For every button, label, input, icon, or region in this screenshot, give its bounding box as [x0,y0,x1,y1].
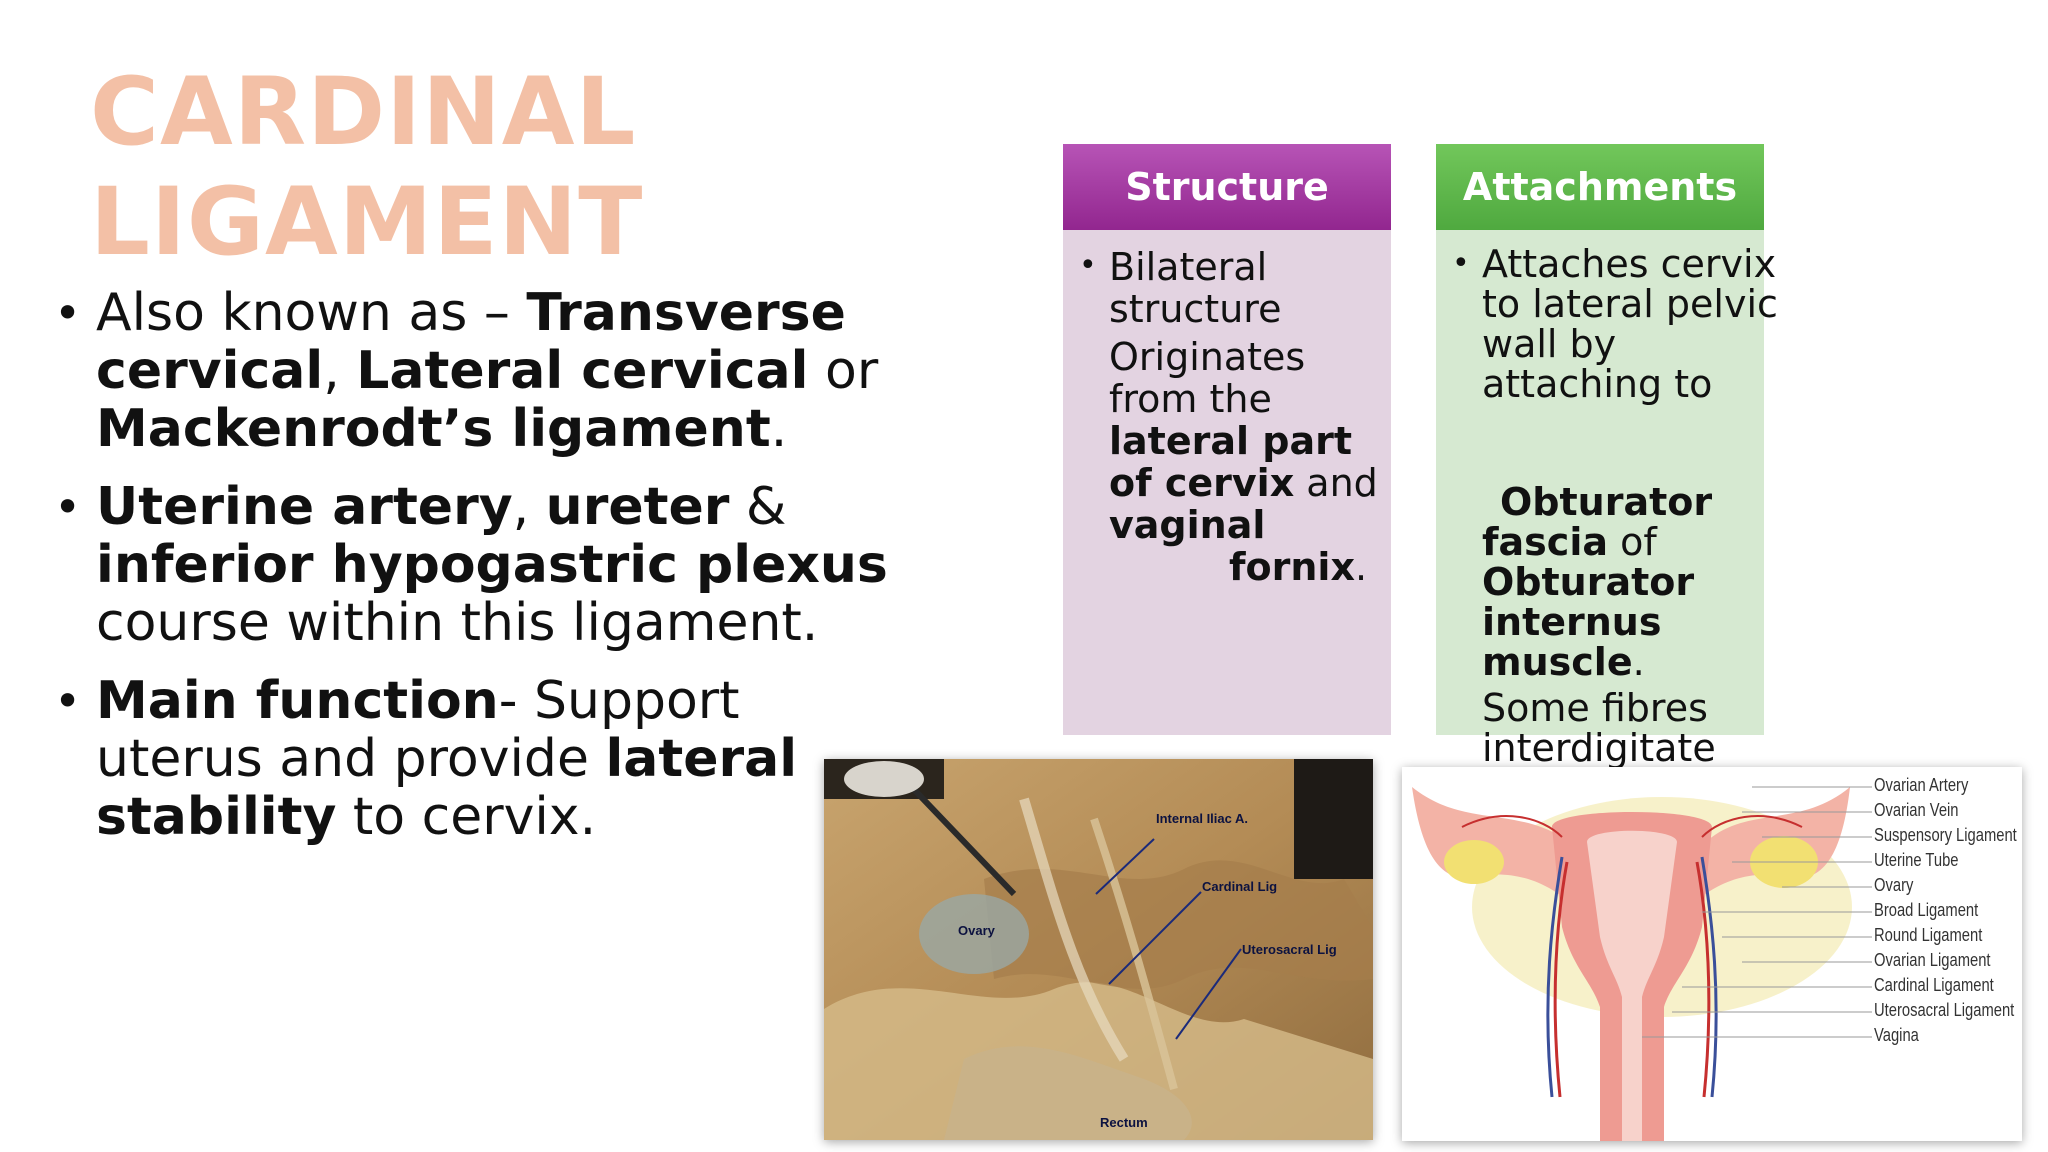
label-rectum: Rectum [1100,1115,1148,1130]
legend-item: Cardinal Ligament [1874,975,1994,995]
uterus-diagram: Ovarian Artery Ovarian Vein Suspensory L… [1402,767,2022,1141]
title-line-2: LIGAMENT [90,168,644,277]
uterus-illustration [1412,786,1872,1141]
bullet-list: Also known as – Transverse cervical, Lat… [54,284,914,866]
legend-item: Ovarian Artery [1874,775,1969,795]
legend-item: Ovarian Ligament [1874,950,1991,970]
left-ovary [1444,840,1504,884]
legend-item: Vagina [1874,1025,1919,1045]
label-cardinal-lig: Cardinal Lig [1202,879,1278,894]
bullet-contents: Uterine artery, ureter & inferior hypoga… [54,478,914,652]
legend-item: Ovarian Vein [1874,800,1959,820]
bullet-also-known-as: Also known as – Transverse cervical, Lat… [54,284,914,458]
structure-text: Bilateral structure Originates from the … [1109,245,1378,589]
structure-bullet-dot: • [1079,248,1097,283]
slide-title: CARDINAL LIGAMENT [90,58,643,278]
structure-body: • Bilateral structure Originates from th… [1063,230,1391,735]
bullet-main-function: Main function- Support uterus and provid… [54,672,914,846]
legend-item: Uterine Tube [1874,850,1959,870]
legend-item: Uterosacral Ligament [1874,1000,2015,1020]
dissection-illustration [824,759,1373,1140]
title-line-1: CARDINAL [90,58,637,167]
label-ovary: Ovary [958,923,995,938]
attachments-header: Attachments [1436,144,1764,230]
label-internal-iliac: Internal Iliac A. [1156,811,1248,826]
legend-item: Broad Ligament [1874,900,1979,920]
probe [901,776,1017,897]
attachments-bullet-dot: • [1452,246,1470,281]
attachments-text: Attaches cervix to lateral pelvic wall b… [1482,242,1778,770]
legend-item: Ovary [1874,875,1914,895]
label-uterosacral-lig: Uterosacral Lig [1242,942,1337,957]
ovary-shape [919,894,1029,974]
attachments-body [1436,230,1764,735]
dissection-photo: Internal Iliac A. Cardinal Lig Ovary Ute… [824,759,1373,1140]
legend-item: Round Ligament [1874,925,1983,945]
structure-header: Structure [1063,144,1391,230]
legend-item: Suspensory Ligament [1874,825,2017,845]
